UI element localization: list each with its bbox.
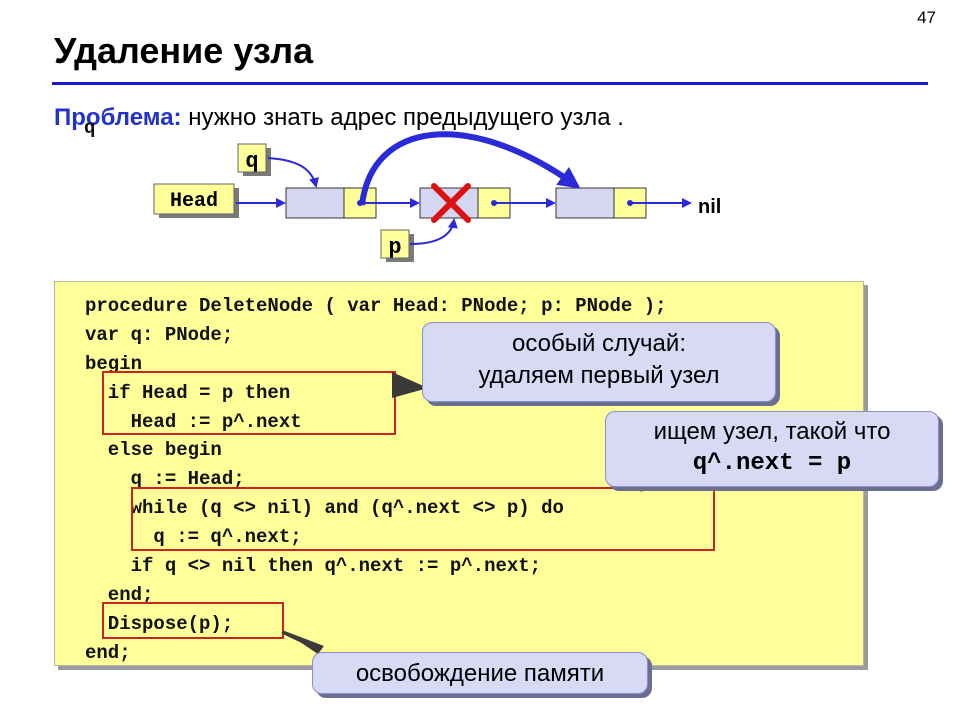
code-line: if q <> nil then q^.next := p^.next; [85, 555, 542, 578]
p-pointer-box: p [380, 229, 414, 262]
problem-text: нужно знать адрес предыдущего узла [181, 104, 618, 131]
code-line: procedure DeleteNode ( var Head: PNode; … [85, 295, 667, 317]
code-line: else begin [85, 439, 222, 462]
nil-label: nil [698, 196, 721, 218]
callout-search-line1: ищем узел, такой что [653, 418, 891, 445]
head-pointer-label: Head [170, 190, 218, 213]
highlight-first-node [102, 371, 396, 435]
delete-cross-icon [431, 183, 471, 223]
callout-first-line2: удаляем первый узел [478, 362, 720, 389]
highlight-dispose [102, 602, 284, 639]
problem-var: q [84, 117, 96, 139]
problem-label: Проблема: [54, 104, 182, 131]
code-line: q := q^.next; [85, 526, 302, 549]
page-number: 47 [917, 8, 936, 27]
code-line: q := Head; [85, 468, 245, 491]
code-line: end; [85, 583, 154, 606]
code-line: Head := p^.next [85, 410, 302, 433]
problem-statement: Проблема: нужно знать адрес предыдущего … [54, 104, 624, 139]
code-line: begin [85, 352, 143, 375]
callout-search: ищем узел, такой что q^.next = p [605, 411, 939, 487]
q-pointer-label: q [245, 149, 258, 174]
head-pointer-box: Head [153, 183, 239, 218]
p-pointer-label: p [388, 235, 401, 260]
title-rule [52, 82, 928, 85]
slide-title: Удаление узла [54, 30, 314, 71]
callout-first-node: особый случай: удаляем первый узел [422, 322, 776, 402]
callout-first-line1: особый случай: [512, 330, 686, 357]
q-pointer-box: q [237, 143, 271, 176]
code-line: while (q <> nil) and (q^.next <> p) do [85, 497, 564, 520]
code-line: Dispose(p); [85, 612, 234, 635]
callout-search-line2: q^.next = p [692, 450, 852, 477]
p-arrow [409, 218, 458, 245]
highlight-search-loop [131, 487, 715, 551]
code-line: if Head = p then [85, 381, 291, 404]
code-line: end; [85, 641, 131, 664]
code-listing: procedure DeleteNode ( var Head: PNode; … [85, 292, 667, 668]
callout-free-memory: освобождение памяти [312, 652, 648, 694]
bypass-arrow [359, 131, 581, 206]
q-arrow [267, 157, 319, 188]
code-line: var q: PNode; [85, 323, 234, 346]
problem-end: . [617, 104, 624, 131]
linked-list-diagram: q Head p nil [153, 131, 721, 262]
callout-free-text: освобождение памяти [355, 660, 605, 687]
